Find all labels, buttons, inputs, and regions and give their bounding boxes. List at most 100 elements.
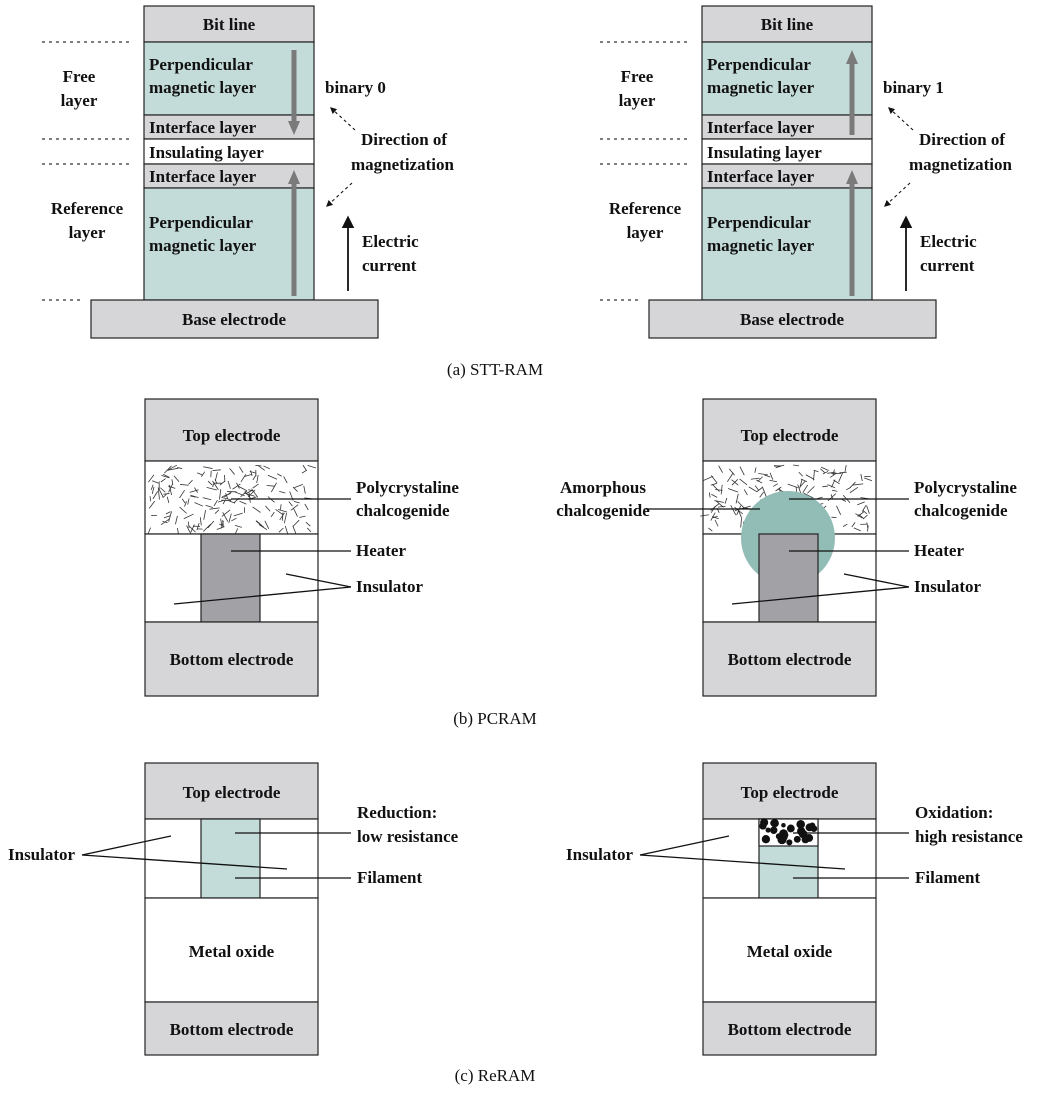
direction-label-1: Direction of: [919, 130, 1005, 149]
texture-stroke: [160, 487, 166, 493]
texture-stroke: [708, 527, 713, 532]
insulating-layer: [143, 138, 315, 165]
texture-stroke: [252, 474, 257, 481]
free-magnetization-arrow-up-head: [846, 50, 858, 64]
texture-stroke: [728, 468, 735, 476]
texture-stroke: [754, 485, 760, 491]
oxide-particle: [805, 823, 814, 832]
stt-ram-caption: (a) STT-RAM: [447, 360, 543, 379]
texture-stroke: [739, 478, 748, 486]
free-perpendicular-label-2: magnetic layer: [149, 78, 257, 97]
texture-stroke: [836, 505, 842, 516]
texture-stroke: [293, 500, 300, 504]
filament-label: Filament: [357, 868, 422, 887]
reference-perpendicular-label-1: Perpendicular: [149, 213, 253, 232]
insulator-label: Insulator: [566, 845, 634, 864]
bottom-electrode-label: Bottom electrode: [170, 650, 294, 669]
texture-stroke: [234, 524, 242, 528]
texture-stroke: [307, 464, 317, 469]
reference-magnetization-arrow-up-head: [288, 170, 300, 184]
bit-line-block: [143, 5, 315, 43]
amorphous-label-1: Amorphous: [560, 478, 646, 497]
direction-pointer-bottom: [884, 182, 911, 207]
texture-stroke: [805, 474, 815, 480]
texture-stroke: [151, 486, 155, 494]
texture-stroke: [761, 486, 767, 497]
state-label-1: Oxidation:: [915, 803, 993, 822]
texture-stroke: [283, 476, 288, 484]
texture-stroke: [160, 518, 170, 525]
texture-stroke: [181, 498, 186, 504]
free-magnetization-arrow-up: [846, 50, 858, 135]
texture-stroke: [280, 504, 282, 510]
texture-stroke: [150, 484, 154, 490]
texture-stroke: [279, 490, 286, 494]
texture-stroke: [218, 523, 225, 528]
texture-stroke: [711, 484, 720, 492]
texture-stroke: [168, 483, 173, 493]
reference-perpendicular-layer: [701, 187, 873, 301]
texture-stroke: [748, 486, 757, 492]
texture-stroke: [171, 479, 174, 485]
texture-stroke: [301, 469, 307, 474]
interface-layer-bottom-label: Interface layer: [707, 167, 815, 186]
texture-stroke: [266, 485, 275, 487]
texture-stroke: [162, 493, 167, 499]
texture-stroke: [831, 489, 838, 492]
oxide-particle: [786, 824, 795, 833]
reference-magnetization-arrow-up: [846, 170, 858, 296]
texture-stroke: [857, 511, 865, 517]
reference-layer-label-2: layer: [69, 223, 106, 242]
texture-stroke: [212, 469, 221, 471]
texture-stroke: [775, 486, 782, 492]
texture-stroke: [278, 508, 288, 513]
texture-stroke: [207, 480, 213, 486]
texture-stroke: [849, 486, 859, 494]
texture-stroke: [258, 524, 268, 531]
direction-label-2: magnetization: [909, 155, 1012, 174]
texture-stroke: [240, 473, 247, 483]
base-electrode-block: [90, 299, 379, 339]
texture-stroke: [162, 473, 170, 478]
texture-stroke: [822, 485, 828, 488]
texture-stroke: [201, 471, 206, 477]
texture-stroke: [709, 492, 711, 498]
texture-stroke: [149, 496, 152, 502]
pcram-caption: (b) PCRAM: [453, 709, 537, 728]
texture-stroke: [152, 480, 159, 484]
texture-stroke: [148, 474, 155, 483]
texture-stroke: [714, 519, 719, 527]
texture-stroke: [740, 517, 743, 528]
texture-stroke: [731, 479, 739, 486]
texture-stroke: [188, 521, 190, 529]
state-label-2: low resistance: [357, 827, 459, 846]
texture-stroke: [827, 471, 836, 474]
insulating-layer: [701, 138, 873, 165]
texture-stroke: [303, 485, 306, 494]
texture-stroke: [820, 466, 829, 471]
texture-stroke: [255, 520, 261, 525]
texture-stroke: [152, 491, 159, 500]
texture-stroke: [769, 479, 777, 483]
texture-stroke: [718, 465, 723, 473]
texture-stroke: [813, 469, 819, 473]
oxide-particle: [770, 826, 778, 835]
texture-stroke: [270, 482, 277, 493]
top-electrode-label: Top electrode: [741, 426, 839, 445]
heater-block: [758, 533, 819, 623]
texture-stroke: [222, 520, 224, 526]
current-label-1: Electric: [362, 232, 419, 251]
texture-stroke: [702, 475, 714, 481]
texture-stroke: [769, 472, 774, 480]
top-electrode-label: Top electrode: [183, 426, 281, 445]
free-perpendicular-label-2: magnetic layer: [707, 78, 815, 97]
texture-stroke: [248, 492, 251, 503]
texture-stroke: [184, 501, 187, 507]
top-electrode-label: Top electrode: [741, 783, 839, 802]
texture-stroke: [866, 505, 870, 514]
texture-stroke: [754, 467, 757, 473]
texture-stroke: [209, 507, 220, 510]
